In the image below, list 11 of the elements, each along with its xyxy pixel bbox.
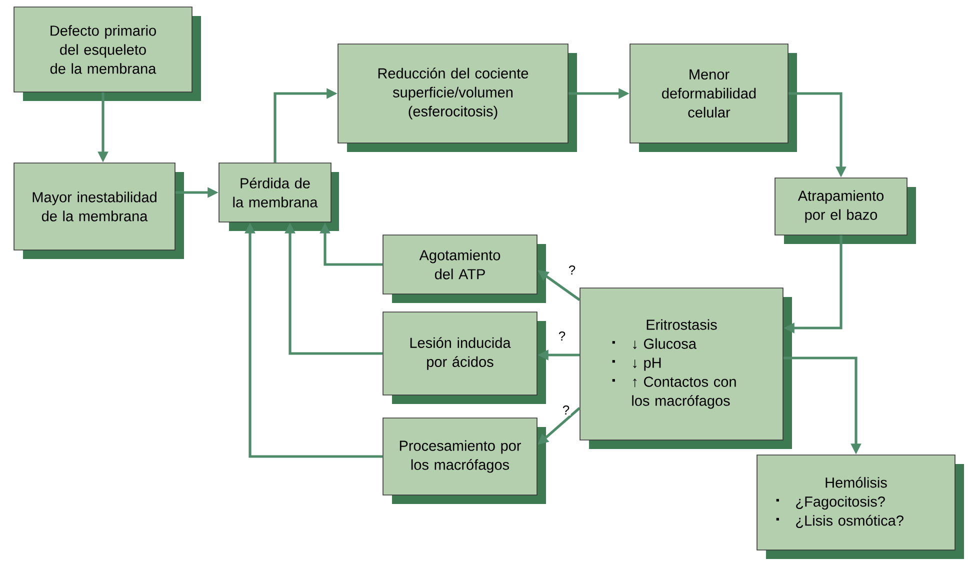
process-box: Procesamiento por los macrófagos — [382, 418, 546, 504]
process-box: Defecto primario del esqueleto de la membrana — [14, 6, 201, 101]
process-box: Agotamiento del ATP — [382, 234, 546, 303]
process-box: Atrapamiento por el bazo — [774, 178, 916, 244]
process-box: Reducción del cociente superficie/volumen (esferocitosis) — [338, 44, 577, 152]
process-box: Menor deformabilidad celular — [630, 44, 797, 152]
process-box: Hemólisis ¿Fagocitosis? ¿Lisis osmótica? — [756, 454, 964, 559]
process-box: Eritrostasis ↓ Glucosa ↓ pH ↑ Contactos con los macrófagos — [580, 288, 792, 449]
process-box: Pérdida de la membrana — [218, 162, 339, 231]
process-box: Mayor inestabilidad de la membrana — [14, 162, 184, 259]
process-box: Lesión inducida por ácidos — [382, 312, 546, 404]
